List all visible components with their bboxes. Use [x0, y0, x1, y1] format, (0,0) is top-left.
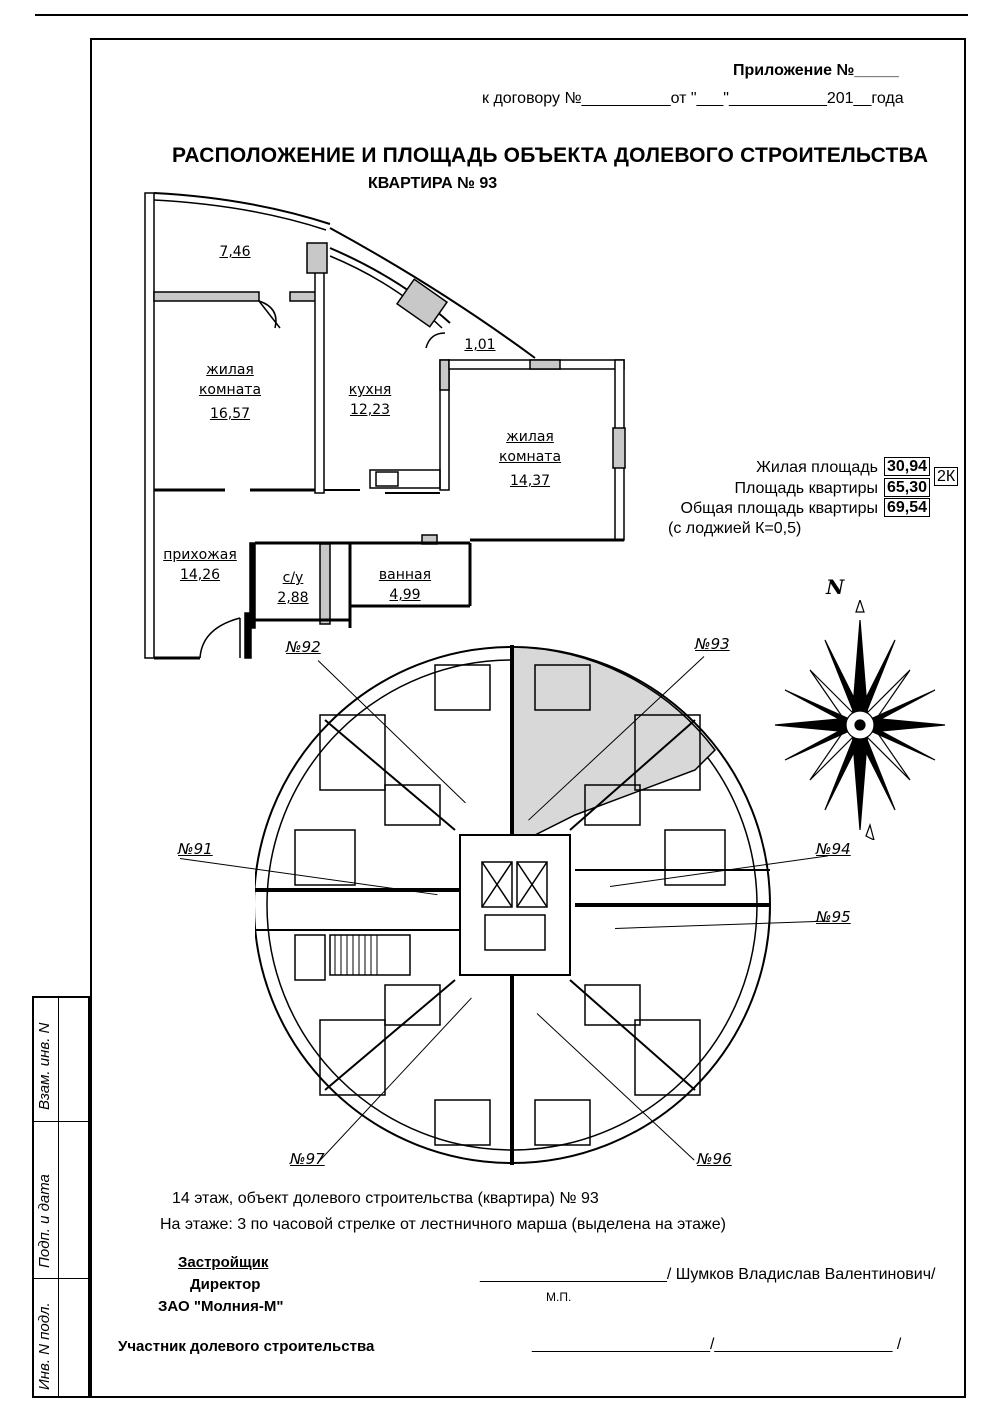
apartment-label-95: №95 [816, 908, 851, 926]
participant-label: Участник долевого строительства [118, 1338, 375, 1355]
side-stamp-row-divider [32, 1278, 90, 1279]
stamp-placeholder: М.П. [546, 1290, 572, 1304]
floor-plan [255, 645, 771, 1165]
total-area-value: 69,54 [884, 498, 931, 517]
apartment-label-96: №96 [697, 1150, 732, 1168]
apartment-type: 2К [934, 467, 959, 486]
side-stamp-row-divider [32, 1121, 90, 1122]
apartment-plan [144, 192, 626, 660]
side-stamp-divider [58, 996, 59, 1398]
developer-signature-line: _____________________/ Шумков Владислав … [480, 1266, 936, 1283]
drawing-frame [90, 38, 966, 1398]
page-title: РАСПОЛОЖЕНИЕ И ПЛОЩАДЬ ОБЪЕКТА ДОЛЕВОГО … [172, 144, 929, 167]
contract-line: к договору №__________от "___"__________… [482, 90, 904, 107]
apartment-label-92: №92 [286, 638, 321, 656]
kitchen-label: кухня 12,23 [348, 382, 392, 418]
loggia-coefficient-note: (с лоджией К=0,5) [668, 520, 802, 537]
wc-label: с/у 2,88 [277, 570, 309, 606]
north-label: N [826, 575, 845, 599]
apartment-title: КВАРТИРА № 93 [368, 175, 498, 192]
apartment-area-value: 65,30 [884, 478, 931, 497]
loggia-area: 7,46 [219, 244, 251, 260]
floor-info-line: 14 этаж, объект долевого строительства (… [172, 1190, 599, 1207]
top-border-line [35, 14, 968, 16]
developer-heading: Застройщик [178, 1254, 269, 1271]
side-label-inv: Инв. N подл. [36, 1302, 53, 1390]
balcony-area: 1,01 [464, 337, 496, 353]
apartment-label-91: №91 [178, 840, 213, 858]
participant-signature-line: ____________________/___________________… [532, 1336, 902, 1353]
living-area-label: Жилая площадь [756, 459, 878, 476]
apartment-label-93: №93 [695, 635, 730, 653]
bath-label: ванная 4,99 [378, 567, 432, 603]
side-label-podp: Подп. и дата [36, 1174, 53, 1268]
apartment-label-94: №94 [816, 840, 851, 858]
apartment-area-label: Площадь квартиры [734, 480, 878, 497]
developer-position: Директор [190, 1276, 261, 1293]
total-area-label: Общая площадь квартиры [680, 500, 878, 517]
side-stamp [32, 996, 90, 1398]
living-room-1-label: жилая комната 16,57 [198, 362, 262, 422]
developer-company: ЗАО "Молния-М" [158, 1298, 284, 1315]
compass-rose [774, 600, 946, 840]
appendix-number: Приложение №_____ [733, 62, 899, 79]
hall-label: прихожая 14,26 [163, 547, 237, 583]
apartment-label-97: №97 [290, 1150, 325, 1168]
living-area-value: 30,94 [884, 457, 931, 476]
living-room-2-label: жилая комната 14,37 [498, 429, 562, 489]
floor-position-line: На этаже: 3 по часовой стрелке от лестни… [160, 1216, 726, 1233]
side-label-vzam: Взам. инв. N [36, 1022, 53, 1110]
